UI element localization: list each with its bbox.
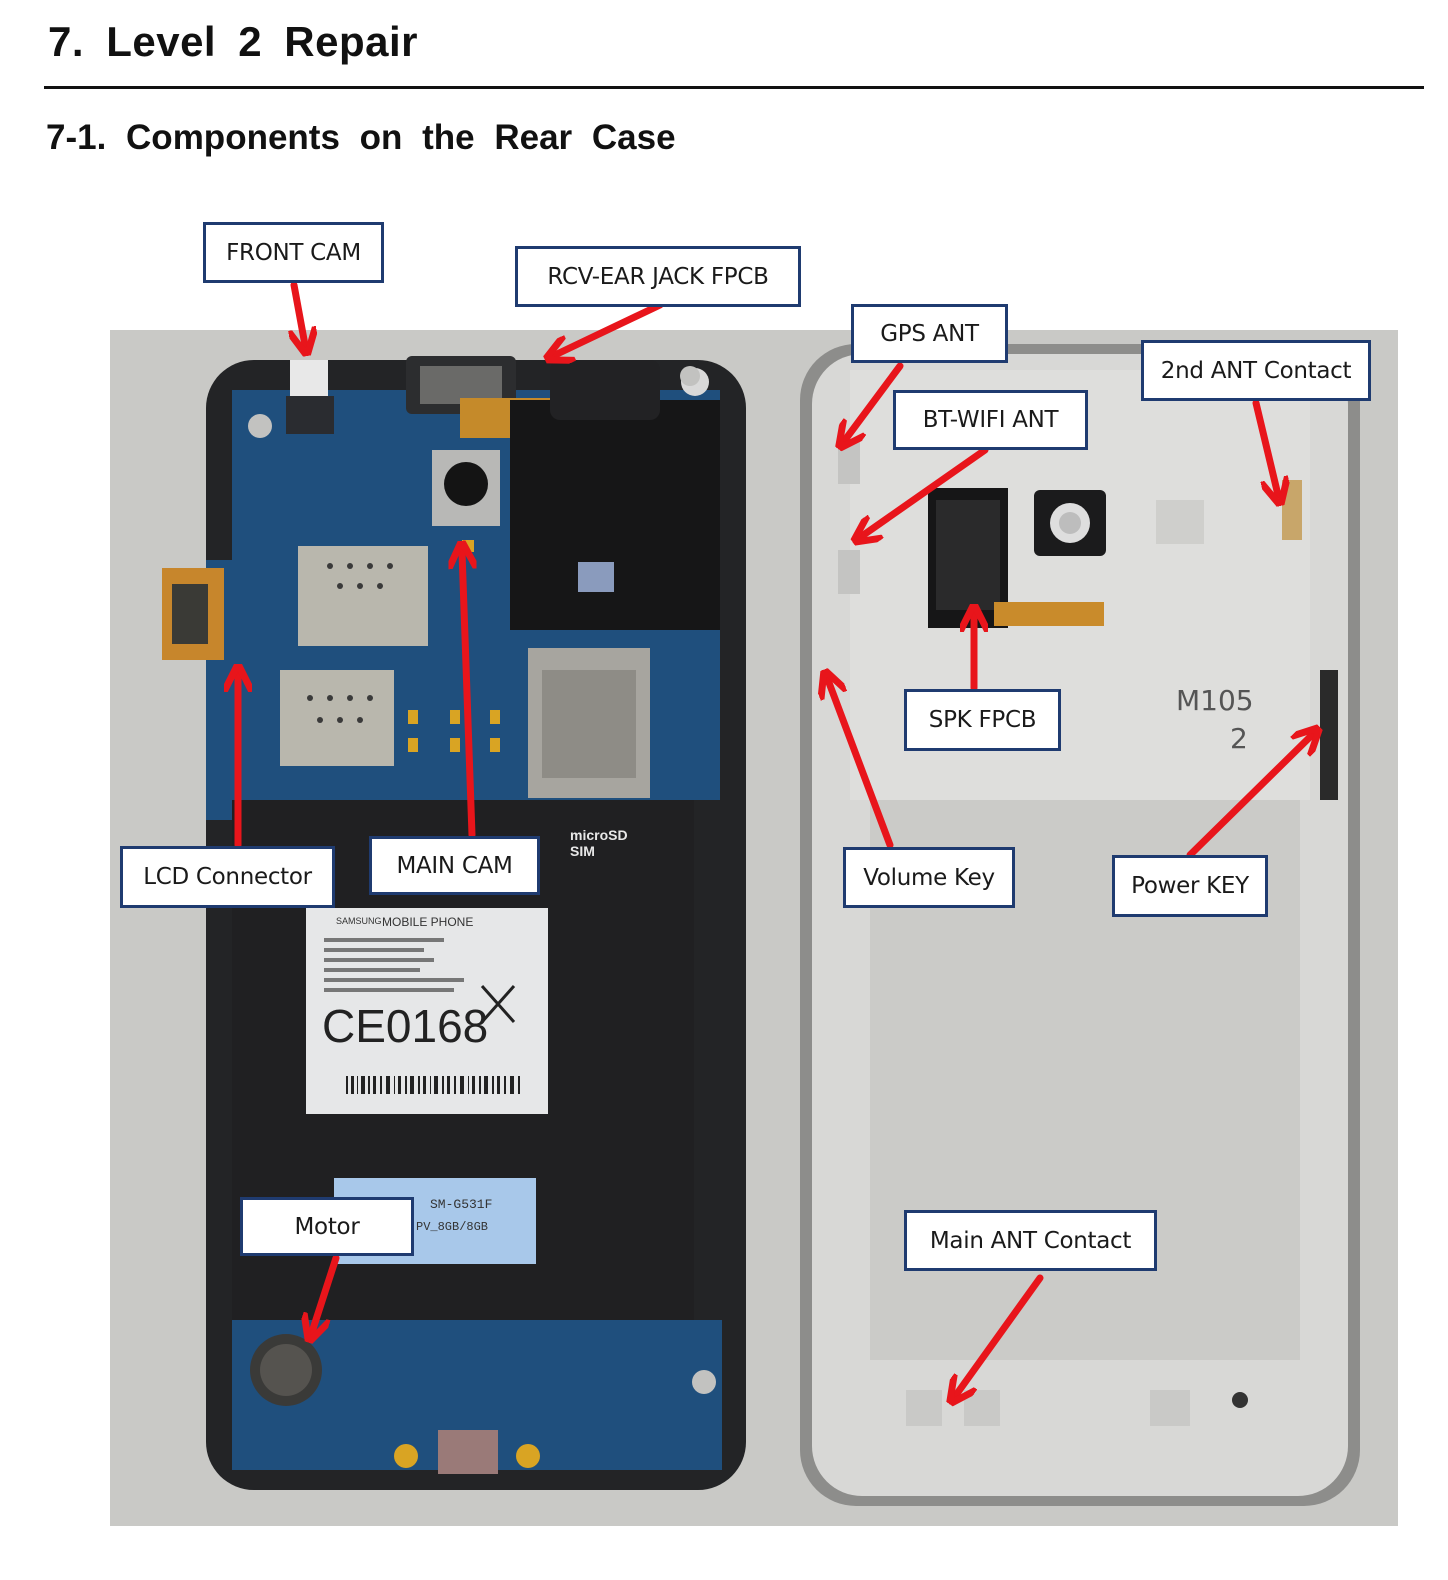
microsd-text: microSD (570, 827, 628, 843)
usb-port (438, 1430, 498, 1474)
sim-text: SIM (570, 843, 595, 859)
callout-motor: Motor (240, 1197, 414, 1256)
ear-jack-housing (510, 400, 720, 630)
callout-power-key: Power KEY (1112, 855, 1268, 917)
callout-2nd-ant-contact: 2nd ANT Contact (1141, 340, 1371, 401)
callout-rcv-ear-jack: RCV-EAR JACK FPCB (515, 246, 801, 307)
callout-main-ant-contact: Main ANT Contact (904, 1210, 1157, 1271)
callout-bt-wifi-ant: BT-WIFI ANT (893, 390, 1088, 450)
sticker-sub: PV_8GB/8GB (416, 1220, 488, 1234)
case-code-2: 2 (1230, 722, 1248, 755)
shield-can-2 (280, 670, 394, 766)
shield-can-1 (298, 546, 428, 646)
callout-main-cam: MAIN CAM (369, 836, 540, 895)
callout-spk-fpcb: SPK FPCB (904, 689, 1061, 751)
callout-volume-key: Volume Key (843, 847, 1015, 908)
ce-mark: CE0168 (322, 1000, 488, 1052)
callout-lcd-connector: LCD Connector (120, 846, 335, 908)
brand-text: SAMSUNG (336, 916, 382, 926)
title-rule (44, 86, 1424, 89)
rear-case-photo: SAMSUNG MOBILE PHONE CE0168 (110, 330, 1398, 1526)
callout-gps-ant: GPS ANT (851, 304, 1008, 363)
section-title: 7. Level 2 Repair (48, 18, 419, 65)
subsection-title: 7-1. Components on the Rear Case (46, 118, 676, 157)
callout-front-cam: FRONT CAM (203, 222, 384, 283)
sticker-model: SM-G531F (430, 1197, 492, 1212)
case-code: M105 (1176, 684, 1254, 717)
product-text: MOBILE PHONE (382, 915, 473, 929)
